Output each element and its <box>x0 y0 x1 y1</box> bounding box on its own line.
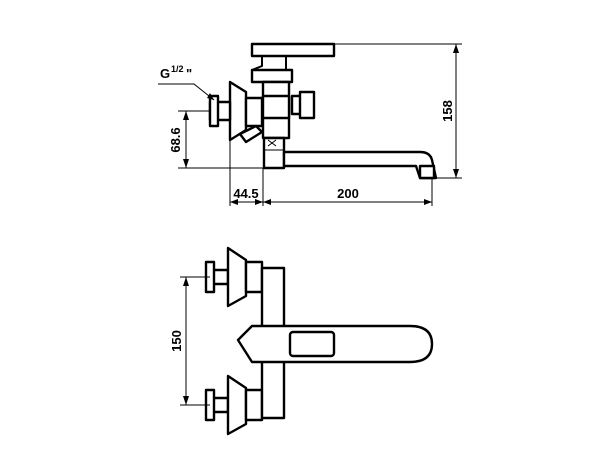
dim-inlet-height-label: 68.6 <box>168 127 183 152</box>
dim-inlet-spacing: 150 <box>169 276 210 406</box>
side-diverter <box>262 136 286 170</box>
thread-callout: G 1/2 " <box>158 64 215 101</box>
side-lower-lever <box>238 124 264 144</box>
side-lever-top <box>250 42 336 58</box>
front-view <box>204 246 434 436</box>
front-upper-flange <box>226 246 248 308</box>
side-nut <box>244 96 264 128</box>
front-lower-flange <box>226 374 248 436</box>
side-spout-tip <box>418 164 436 180</box>
side-view <box>208 42 438 180</box>
side-body-band <box>261 94 291 120</box>
dim-inlet-spacing-label: 150 <box>169 330 184 352</box>
front-lower-nut <box>244 388 264 422</box>
thread-label-prefix: G <box>160 66 170 81</box>
thread-label-fraction: 1/2 <box>171 64 184 74</box>
front-upper-nut <box>244 260 264 294</box>
dim-wall-offset-label: 44.5 <box>233 186 258 201</box>
dim-horizontal: 44.5 200 <box>229 140 433 206</box>
side-inlet-cap <box>208 94 220 128</box>
dim-inlet-height: 68.6 <box>168 110 264 169</box>
side-spout <box>282 150 438 180</box>
dim-total-height-label: 158 <box>440 100 455 122</box>
dim-spout-reach-label: 200 <box>337 186 359 201</box>
side-knob-cap <box>298 90 316 120</box>
front-lever-window <box>288 330 336 358</box>
thread-label-suffix: " <box>186 66 192 81</box>
dim-total-height: 158 <box>334 43 462 179</box>
side-upper-body <box>250 68 294 84</box>
